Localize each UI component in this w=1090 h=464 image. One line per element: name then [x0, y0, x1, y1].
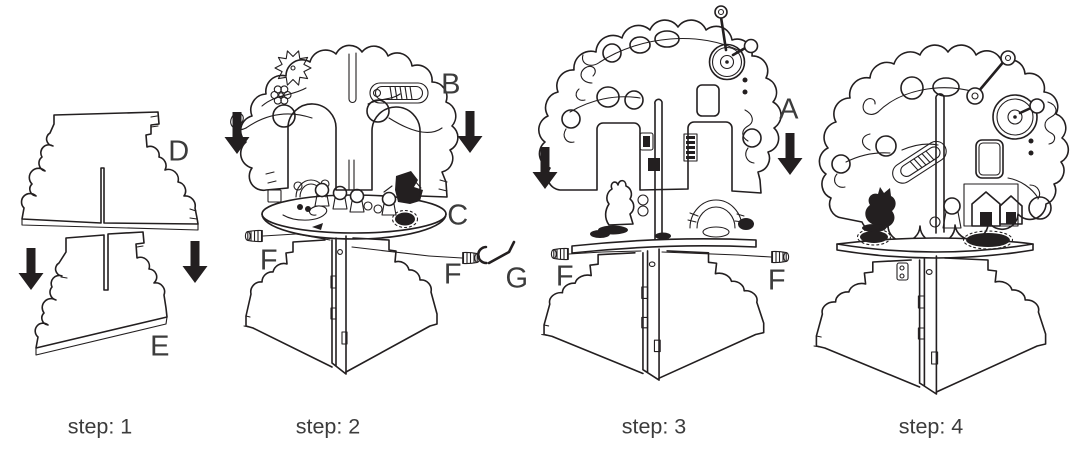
table-toys-drawing [590, 181, 754, 240]
panel-e-drawing [35, 232, 167, 355]
down-arrow-icon [532, 147, 558, 189]
panel-d-drawing [22, 112, 198, 230]
step-caption-1: step: 1 [67, 414, 133, 439]
part-label-a: A [779, 93, 799, 126]
activity-table-c-drawing [262, 171, 446, 239]
part-label-b: B [441, 68, 461, 101]
tree-top-a-drawing [539, 6, 781, 193]
cross-base-drawing [813, 255, 1047, 395]
table-drawing [572, 239, 756, 253]
step-caption-4: step: 4 [898, 414, 964, 439]
part-label-g: G [505, 262, 529, 295]
part-label-f-step2-left: F [259, 244, 279, 277]
part-label-f-step2-right: F [443, 258, 463, 291]
down-arrow-icon [457, 111, 483, 153]
table-toys-drawing [858, 184, 1023, 249]
wheel-icon [967, 51, 1056, 144]
step-caption-3: step: 3 [621, 414, 687, 439]
down-arrow-icon [777, 133, 803, 175]
step-3-illustration [532, 6, 803, 382]
spring-icon [889, 138, 950, 187]
part-label-c: C [447, 199, 469, 232]
down-arrow-icon [182, 241, 208, 283]
trunk-drawing [638, 99, 697, 240]
screw-f-drawing [737, 250, 790, 264]
tree-top-b-drawing [231, 45, 458, 197]
spring-icon [370, 83, 428, 103]
cross-base-drawing [540, 248, 765, 382]
allen-key-g-drawing [478, 242, 514, 263]
wheel-icon [710, 6, 758, 80]
step-caption-2: step: 2 [295, 414, 361, 439]
star-gear-icon [275, 51, 311, 85]
down-arrow-icon [18, 248, 44, 290]
step-1-illustration [18, 112, 208, 355]
assembled-tree-top-drawing [819, 45, 1068, 243]
part-label-d: D [168, 135, 190, 168]
part-label-f-step3-left: F [555, 260, 575, 293]
step-2-illustration [224, 45, 515, 375]
step-4-illustration [813, 45, 1068, 395]
part-label-e: E [150, 330, 170, 363]
part-label-f-step3-right: F [767, 264, 787, 297]
